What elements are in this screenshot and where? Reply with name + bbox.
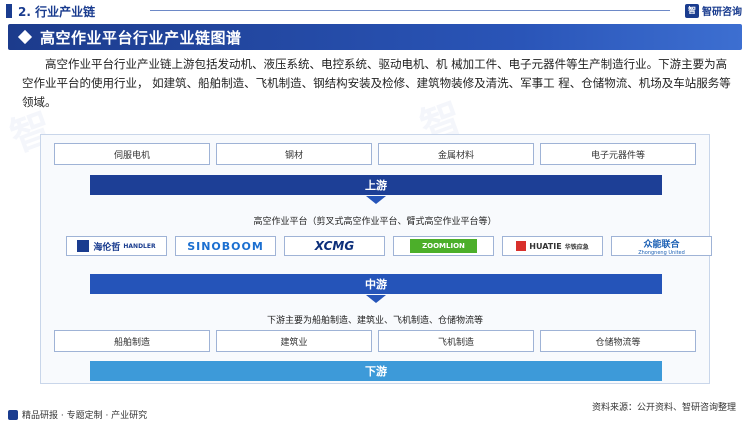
downstream-label: 下游 xyxy=(90,361,662,381)
handler-logo-text: 海伦哲 xyxy=(93,242,121,253)
handler-logo-sub: HANDLER xyxy=(123,242,156,250)
upstream-item: 金属材料 xyxy=(378,143,534,165)
upstream-row: 伺服电机 钢材 金属材料 电子元器件等 xyxy=(54,143,696,165)
title-bar: 高空作业平台行业产业链图谱 xyxy=(8,24,742,50)
handler-logo: 海伦哲 HANDLER xyxy=(66,236,167,256)
huatie-logo-sub: 华铁应急 xyxy=(564,243,589,251)
footer-slogan: 精品研报 · 专题定制 · 产业研究 xyxy=(8,408,147,421)
sinoboom-logo: SINOBOOM xyxy=(175,236,276,256)
upstream-item: 电子元器件等 xyxy=(540,143,696,165)
huatie-mark-icon xyxy=(516,241,527,251)
zhongneng-logo-sub: Zhongneng United xyxy=(638,249,685,256)
upstream-item: 伺服电机 xyxy=(54,143,210,165)
header-divider xyxy=(150,10,670,11)
midstream-title: 高空作业平台（剪叉式高空作业平台、臂式高空作业平台等） xyxy=(253,217,497,227)
brand: 智 智研咨询 xyxy=(685,3,742,18)
description: 高空作业平台行业产业链上游包括发动机、液压系统、电控系统、驱动电机、机 械加工件… xyxy=(22,57,731,109)
upstream-label: 上游 xyxy=(90,175,662,195)
upstream-item: 钢材 xyxy=(216,143,372,165)
brand-name: 智研咨询 xyxy=(702,7,742,18)
arrow-down-icon xyxy=(366,295,386,303)
downstream-item: 飞机制造 xyxy=(378,330,534,352)
huatie-logo: HUATIE 华铁应急 xyxy=(502,236,603,256)
section-bar-icon xyxy=(6,4,12,18)
zoomlion-logo-text: ZOOMLION xyxy=(410,239,477,253)
xcmg-logo: XCMG xyxy=(284,236,385,256)
zoomlion-logo: ZOOMLION xyxy=(393,236,494,256)
midstream-logo-row: 海伦哲 HANDLER SINOBOOM XCMG ZOOMLION HUATI… xyxy=(66,236,712,256)
downstream-title: 下游主要为船舶制造、建筑业、飞机制造、仓储物流等 xyxy=(266,316,483,326)
zhongneng-logo: 众能联合 Zhongneng United xyxy=(611,236,712,256)
arrow-down-icon xyxy=(366,196,386,204)
huatie-logo-text: HUATIE xyxy=(529,241,562,251)
zhongneng-logo-text: 众能联合 xyxy=(643,239,680,250)
footer-logo-icon xyxy=(8,409,18,420)
page-title: 高空作业平台行业产业链图谱 xyxy=(40,28,242,47)
source-note: 资料来源：公开资料、智研咨询整理 xyxy=(591,403,736,413)
brand-logo-icon: 智 xyxy=(685,3,699,18)
handler-mark-icon xyxy=(77,240,90,252)
diamond-icon xyxy=(17,29,33,45)
downstream-item: 船舶制造 xyxy=(54,330,210,352)
downstream-row: 船舶制造 建筑业 飞机制造 仓储物流等 xyxy=(54,330,696,352)
midstream-label: 中游 xyxy=(90,274,662,294)
downstream-item: 仓储物流等 xyxy=(540,330,696,352)
downstream-item: 建筑业 xyxy=(216,330,372,352)
section-label: 2. 行业产业链 xyxy=(18,4,96,19)
footer-slogan-text: 精品研报 · 专题定制 · 产业研究 xyxy=(22,411,148,421)
section-tag: 2. 行业产业链 xyxy=(0,0,240,22)
